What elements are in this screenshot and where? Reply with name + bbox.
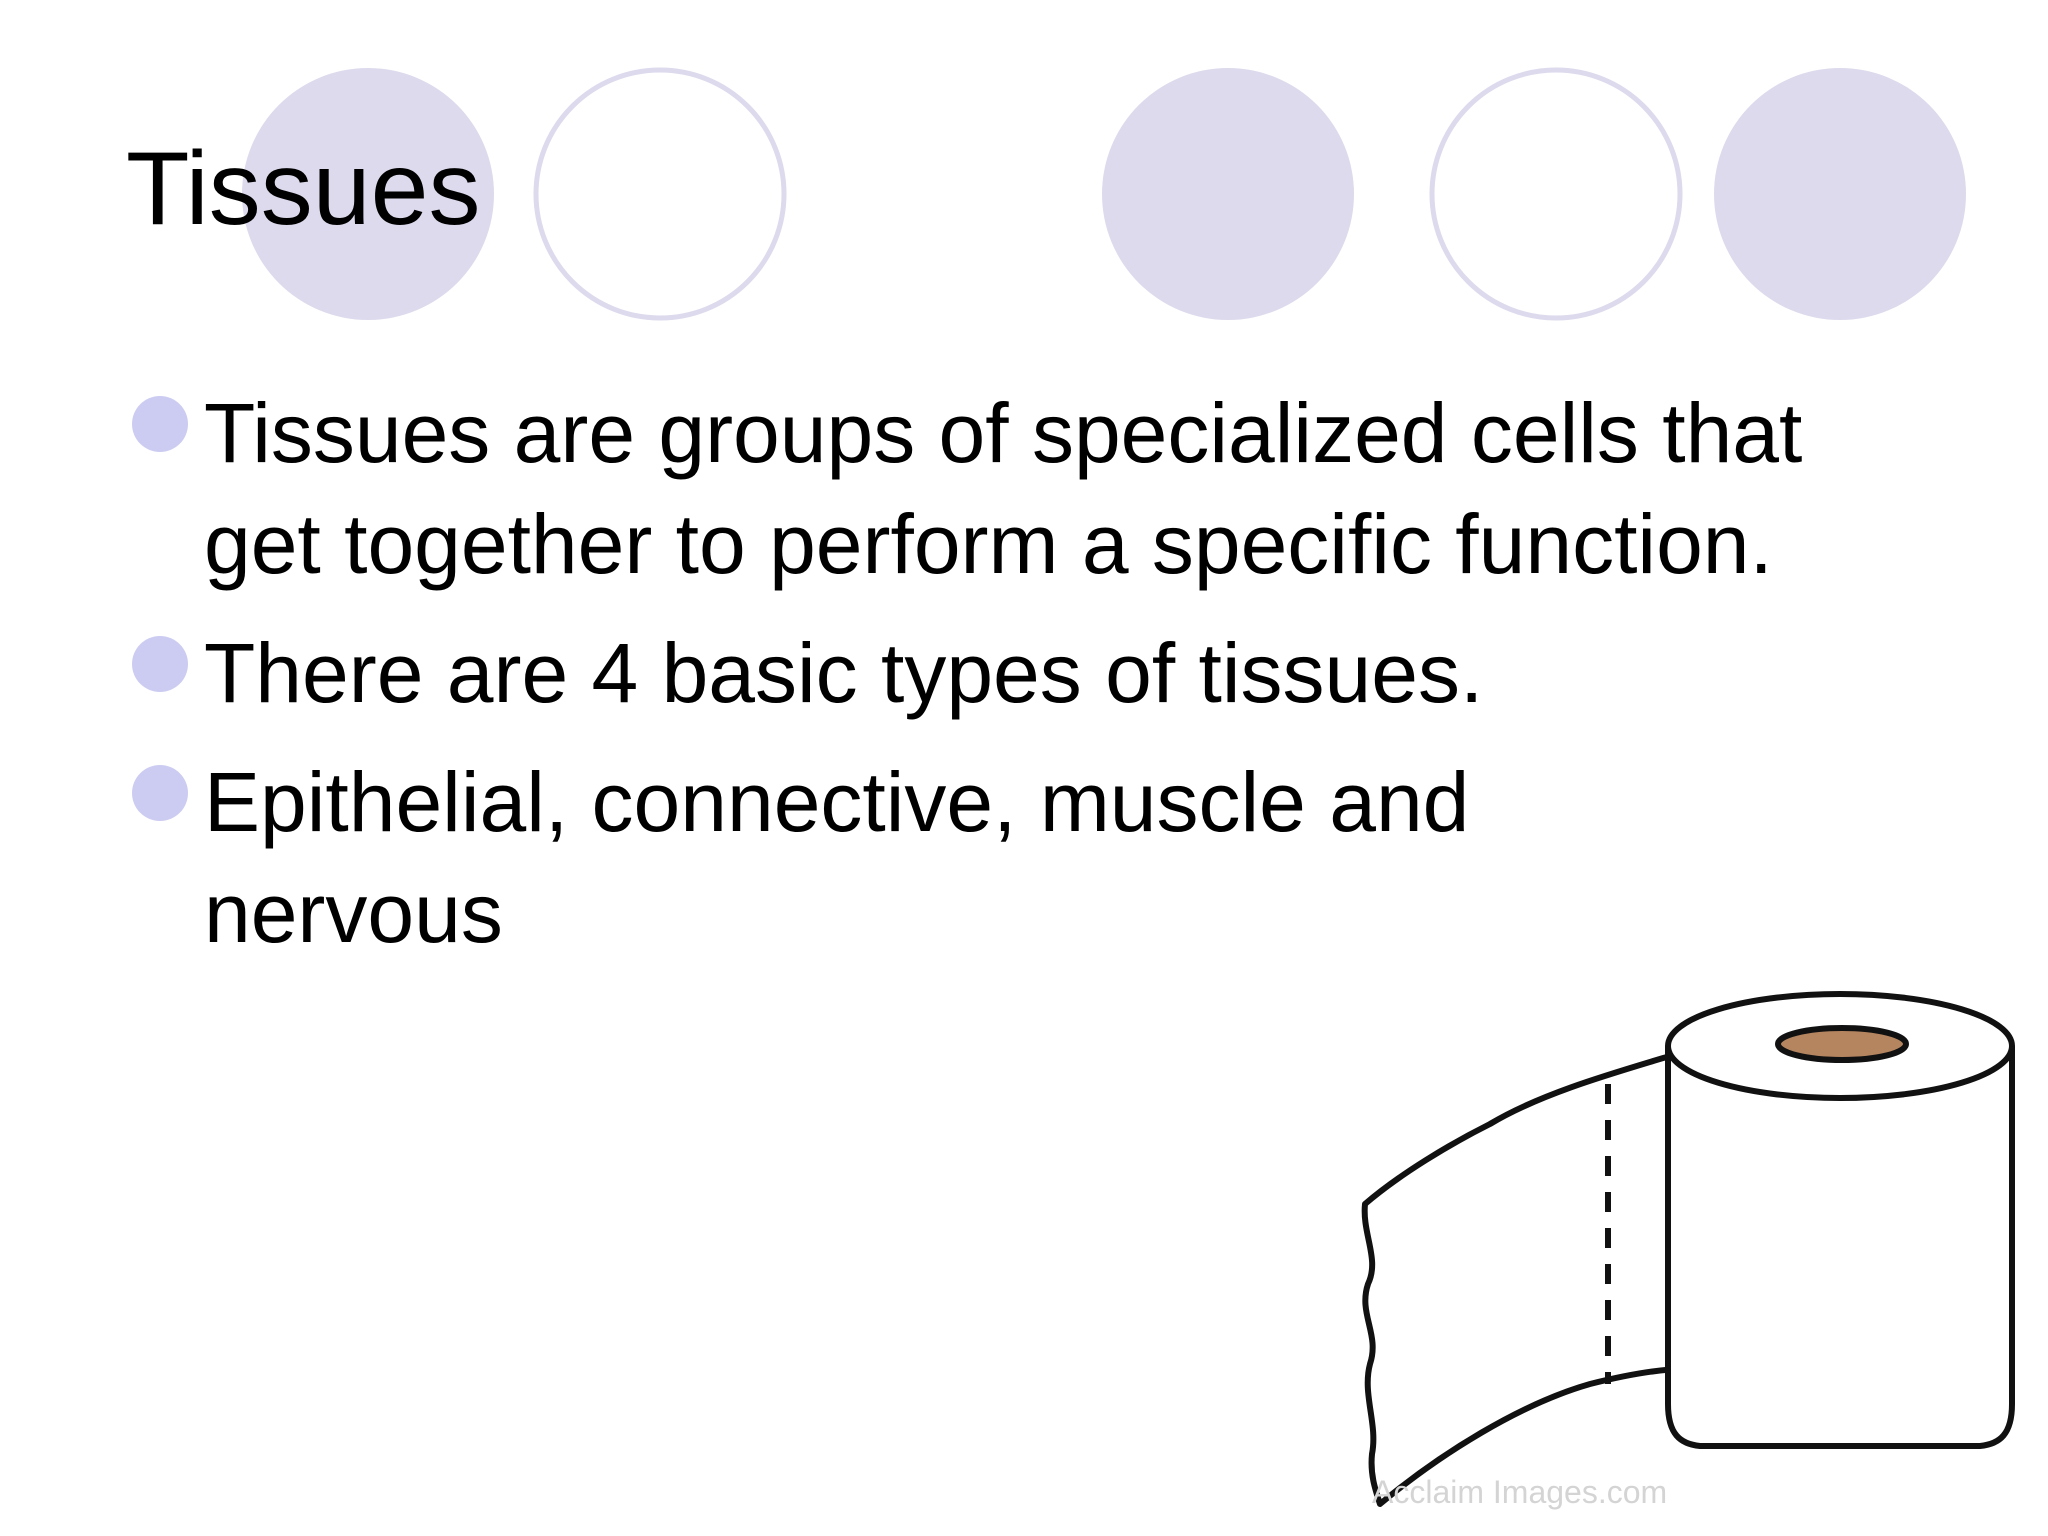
bullet-item: Tissues are groups of specialized cells … bbox=[132, 378, 1904, 600]
decor-circle-filled-2 bbox=[1102, 68, 1354, 320]
decor-circle-filled-3 bbox=[1714, 68, 1966, 320]
bullet-item: There are 4 basic types of tissues. bbox=[132, 618, 1872, 729]
roll-body bbox=[1665, 1046, 2015, 1449]
decor-circle-outline-2 bbox=[1429, 67, 1683, 321]
decor-circle-filled-1 bbox=[242, 68, 494, 320]
bullet-text: There are 4 basic types of tissues. bbox=[204, 626, 1484, 720]
watermark: Acclaim Images.com bbox=[1372, 1474, 1668, 1510]
bullet-icon bbox=[132, 396, 188, 452]
roll-sheet bbox=[1361, 1053, 1688, 1507]
roll-core bbox=[1775, 1025, 1909, 1063]
toilet-paper-roll-icon bbox=[1361, 991, 2015, 1507]
slide-title: Tissues bbox=[126, 131, 481, 247]
decorative-circles bbox=[242, 67, 1966, 321]
bullet-list: Tissues are groups of specialized cells … bbox=[132, 378, 1872, 987]
bullet-text: Tissues are groups of specialized cells … bbox=[204, 386, 1803, 591]
bullet-text: Epithelial, connective, muscle and nervo… bbox=[204, 755, 1470, 960]
bullet-item: Epithelial, connective, muscle and nervo… bbox=[132, 747, 1764, 969]
bullet-icon bbox=[132, 765, 188, 821]
decor-circle-outline-1 bbox=[533, 67, 787, 321]
bullet-icon bbox=[132, 636, 188, 692]
